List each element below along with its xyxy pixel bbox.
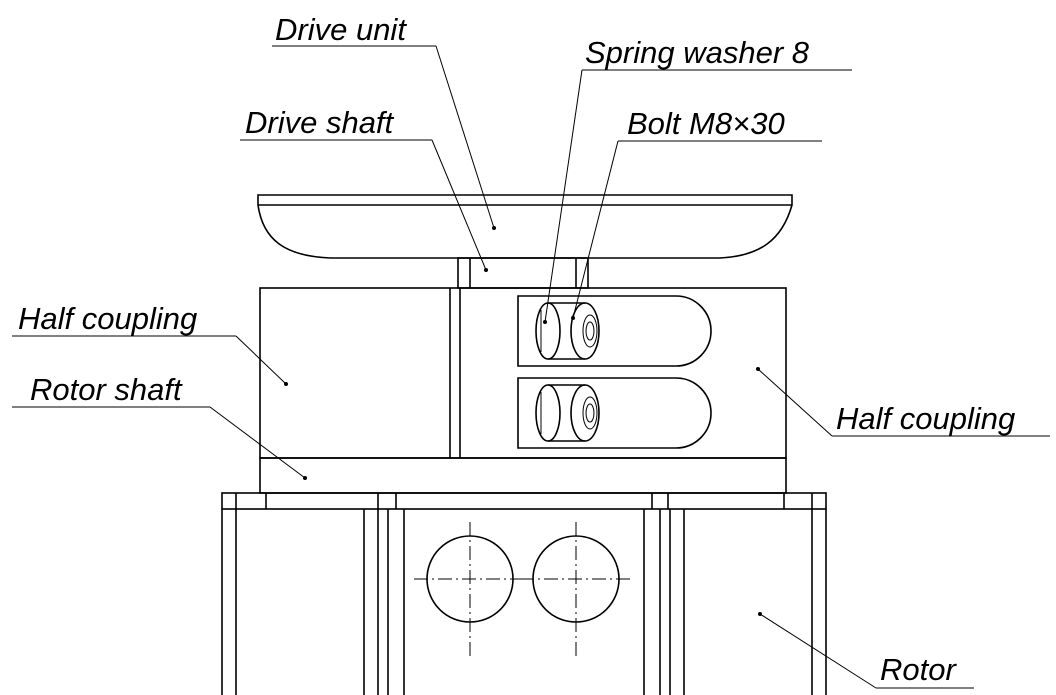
label-rotor-shaft: Rotor shaft: [30, 372, 183, 407]
label-half-coupling-left: Half coupling: [18, 301, 197, 336]
label-spring-washer: Spring washer 8: [585, 35, 810, 70]
rotor-shaft: [259, 457, 787, 494]
drive-unit-housing: [257, 194, 793, 259]
bolt-slot-upper: [517, 295, 712, 367]
rotor-flange: [221, 492, 827, 510]
leader-bolt: [571, 140, 822, 320]
label-drive-unit: Drive unit: [275, 12, 407, 47]
leader-rotor: [758, 612, 974, 689]
bolt-lower: [535, 384, 600, 442]
leader-rotor-shaft: [12, 406, 307, 480]
rotor-hole-right: [520, 522, 632, 660]
drive-shaft: [457, 257, 589, 289]
leader-half-coupling-right: [756, 367, 1050, 437]
leader-half-coupling-left: [12, 335, 288, 386]
rotor-hole-left: [414, 522, 526, 660]
label-bolt: Bolt M8×30: [627, 106, 785, 141]
label-drive-shaft: Drive shaft: [245, 105, 395, 140]
label-half-coupling-right: Half coupling: [836, 401, 1015, 436]
label-rotor: Rotor: [880, 652, 957, 687]
leader-drive-shaft: [240, 139, 488, 272]
rotor-body: [221, 509, 827, 695]
bolt-slot-lower: [517, 377, 712, 449]
leader-spring-washer: [543, 69, 852, 324]
bolt-upper: [535, 302, 600, 360]
leader-drive-unit: [272, 45, 496, 230]
